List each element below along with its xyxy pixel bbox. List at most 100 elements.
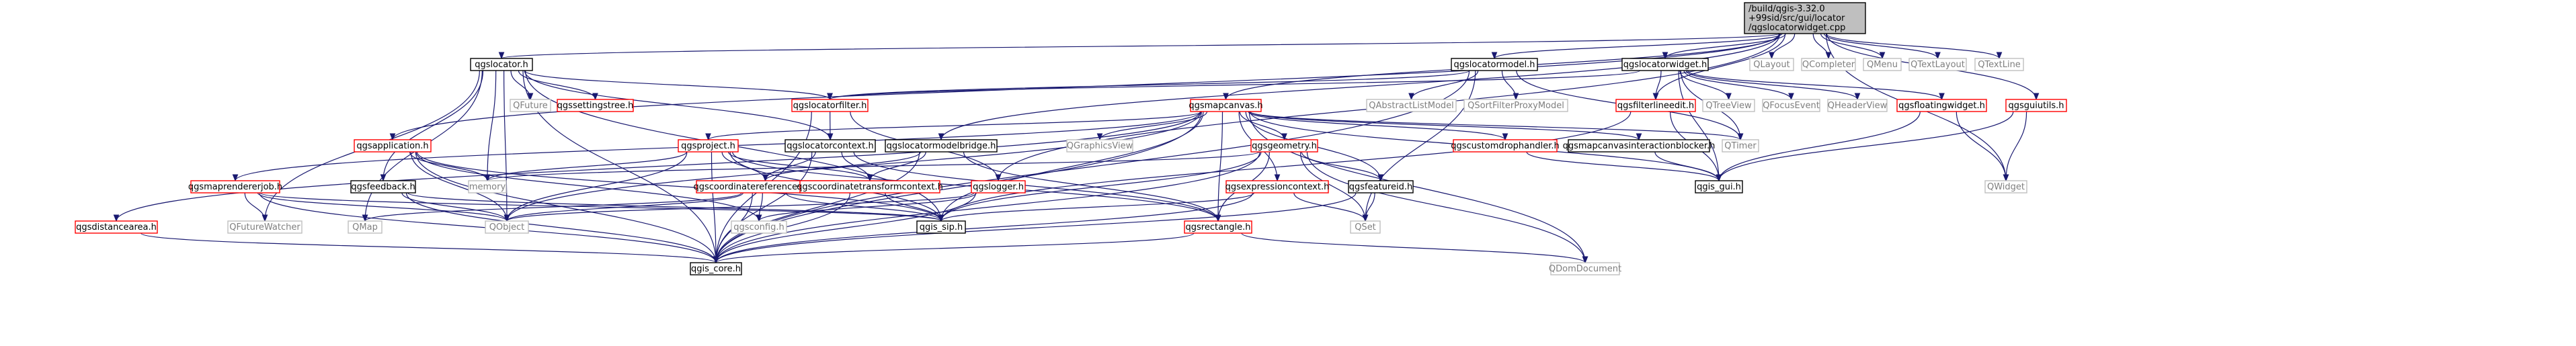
node-qgssettingstree-h[interactable]: qgssettingstree.h xyxy=(557,99,634,112)
node-label: QGraphicsView xyxy=(1067,141,1133,151)
edge-root-to-QLayout xyxy=(1772,33,1796,59)
node-box xyxy=(791,99,869,112)
edge-qgsexpressioncontext_h-to-qgis_core_h xyxy=(716,192,1254,263)
node-QLayout: QLayout xyxy=(1749,58,1794,71)
edge-qgsmapcanvasinteractionblocker_h-to-qgis_gui_h xyxy=(1654,151,1719,181)
edge-qgslocatorwidget_h-to-qgslocatorfilter_h xyxy=(830,70,1640,100)
node-QFocusEvent: QFocusEvent xyxy=(1762,99,1820,112)
node-QMenu: QMenu xyxy=(1863,58,1902,71)
node-qgslogger-h[interactable]: qgslogger.h xyxy=(971,180,1026,193)
node-label: qgis_core.h xyxy=(691,264,741,274)
edge-qgsmapcanvas_h-to-qgsdistancearea_h xyxy=(116,111,1201,221)
node-box xyxy=(1250,139,1318,153)
edge-qgscustomdrophandler_h-to-qgis_gui_h xyxy=(1526,151,1719,181)
node-qgsmapcanvas-h[interactable]: qgsmapcanvas.h xyxy=(1189,99,1263,112)
node-label: QTextLine xyxy=(1978,60,2021,70)
edge-qgsguiutils_h-to-qgis_gui_h xyxy=(1719,111,2014,181)
node-box xyxy=(1190,99,1262,112)
edge-root-to-QCompleter xyxy=(1812,33,1828,59)
node-qgscoordinatetransformcontext-h[interactable]: qgscoordinatetransformcontext.h xyxy=(797,180,943,193)
node-qgsproject-h[interactable]: qgsproject.h xyxy=(678,139,739,153)
node-qgsfloatingwidget-h[interactable]: qgsfloatingwidget.h xyxy=(1896,99,1987,112)
node-qgsconfig-h: qgsconfig.h xyxy=(731,220,787,234)
edge-qgscoordinatereferencesystem_h-to-QObject xyxy=(507,192,743,222)
node-qgsfilterlineedit-h[interactable]: qgsfilterlineedit.h xyxy=(1615,99,1696,112)
node-box xyxy=(2005,99,2067,112)
edge-qgslocator_h-to-qgslocatorfilter_h xyxy=(524,70,830,100)
node-box xyxy=(799,180,940,193)
node-qgslocator-h[interactable]: qgslocator.h xyxy=(470,58,533,71)
edge-qgslocatormodelbridge_h-to-qgscoordinatetransformcontext_h xyxy=(870,151,926,181)
node-qgsmaprendererjob-h[interactable]: qgsmaprendererjob.h xyxy=(188,180,282,193)
node-label: QHeaderView xyxy=(1828,101,1888,111)
node-root[interactable]: /build/qgis-3.32.0+99sid/src/gui/locator… xyxy=(1744,2,1866,34)
edge-qgsgeometry_h-to-qgis_core_h xyxy=(716,151,1260,263)
node-qgis-sip-h[interactable]: qgis_sip.h xyxy=(916,220,966,234)
node-qgsgeometry-h[interactable]: qgsgeometry.h xyxy=(1250,139,1318,153)
node-qgsmapcanvasinteractionblocker-h[interactable]: qgsmapcanvasinteractionblocker.h xyxy=(1563,139,1716,153)
node-qgslocatormodelbridge-h[interactable]: qgslocatormodelbridge.h xyxy=(885,139,998,153)
node-qgsapplication-h[interactable]: qgsapplication.h xyxy=(354,139,432,153)
node-qgsdistancearea-h[interactable]: qgsdistancearea.h xyxy=(75,220,158,234)
node-box xyxy=(916,220,966,234)
node-QObject: QObject xyxy=(485,220,529,234)
edge-qgslocatormodel_h-to-QSet xyxy=(1365,70,1476,221)
node-box xyxy=(1749,58,1794,71)
edge-qgsfeedback_h-to-QObject xyxy=(401,192,507,222)
node-qgscustomdrophandler-h[interactable]: qgscustomdrophandler.h xyxy=(1451,139,1560,153)
node-label: +99sid/src/gui/locator xyxy=(1748,13,1845,24)
edge-qgsmapcanvas_h-to-qgsproject_h xyxy=(709,111,1202,140)
edge-qgsgeometry_h-to-qgis_sip_h xyxy=(941,151,1262,222)
node-label: qgsconfig.h xyxy=(733,222,784,232)
node-label: qgsmaprendererjob.h xyxy=(188,182,282,192)
node-qgslocatorfilter-h[interactable]: qgslocatorfilter.h xyxy=(791,99,869,112)
node-qgsrectangle-h[interactable]: qgsrectangle.h xyxy=(1184,220,1252,234)
node-box xyxy=(227,220,303,234)
node-label: QTreeView xyxy=(1705,101,1752,111)
edge-qgsapplication_h-to-qgis_core_h xyxy=(415,151,716,263)
node-label: QFutureWatcher xyxy=(229,222,300,232)
node-label: qgslocatorcontext.h xyxy=(787,141,873,151)
edge-qgsfloatingwidget_h-to-QWidget xyxy=(1956,111,2006,181)
edge-qgslocator_h-to-QObject xyxy=(504,70,507,221)
node-box xyxy=(350,180,416,193)
node-qgsexpressioncontext-h[interactable]: qgsexpressioncontext.h xyxy=(1225,180,1330,193)
node-box xyxy=(1801,58,1856,71)
node-QTextLine: QTextLine xyxy=(1974,58,2024,71)
node-box xyxy=(1066,139,1133,153)
edge-qgsgeometry_h-to-memory xyxy=(487,151,1260,181)
node-qgis-gui-h[interactable]: qgis_gui.h xyxy=(1695,180,1743,193)
node-box xyxy=(731,220,787,234)
node-label: qgsapplication.h xyxy=(356,141,428,151)
node-box xyxy=(1621,58,1709,71)
node-box xyxy=(1702,99,1755,112)
node-label: QMenu xyxy=(1867,60,1898,70)
node-qgsfeatureid-h[interactable]: qgsfeatureid.h xyxy=(1348,180,1414,193)
node-qgis-core-h[interactable]: qgis_core.h xyxy=(690,262,742,275)
node-label: qgsfilterlineedit.h xyxy=(1617,101,1694,111)
node-qgslocatormodel-h[interactable]: qgslocatormodel.h xyxy=(1451,58,1538,71)
node-box xyxy=(510,99,551,112)
edge-root-to-qgslocatorwidget_h xyxy=(1665,33,1786,59)
node-qgsguiutils-h[interactable]: qgsguiutils.h xyxy=(2005,99,2067,112)
edge-qgslogger_h-to-QObject xyxy=(507,192,975,222)
node-box xyxy=(1366,99,1457,112)
node-QCompleter: QCompleter xyxy=(1801,58,1856,71)
node-label: /qgslocatorwidget.cpp xyxy=(1748,23,1845,33)
edge-qgsmaprendererjob_h-to-qgis_sip_h xyxy=(259,192,941,222)
node-QTimer: QTimer xyxy=(1722,139,1759,153)
node-qgslocatorwidget-h[interactable]: qgslocatorwidget.h xyxy=(1621,58,1709,71)
node-label: QSet xyxy=(1355,222,1376,232)
node-box xyxy=(1550,262,1620,275)
edge-qgsproject_h-to-qgscoordinatetransformcontext_h xyxy=(727,151,871,181)
edge-qgscoordinatereferencesystem_h-to-qgsconfig_h xyxy=(759,192,763,221)
node-label: QFuture xyxy=(513,101,548,111)
edge-root-to-QTextLayout xyxy=(1823,33,1938,59)
nodes-layer: /build/qgis-3.32.0+99sid/src/gui/locator… xyxy=(75,2,2067,275)
node-label: qgsfeedback.h xyxy=(351,182,415,192)
node-label: memory xyxy=(469,182,506,192)
node-qgslocatorcontext-h[interactable]: qgslocatorcontext.h xyxy=(784,139,876,153)
node-box xyxy=(1908,58,1967,71)
node-qgsfeedback-h[interactable]: qgsfeedback.h xyxy=(350,180,416,193)
edge-qgsrectangle_h-to-QDomDocument xyxy=(1241,232,1585,263)
